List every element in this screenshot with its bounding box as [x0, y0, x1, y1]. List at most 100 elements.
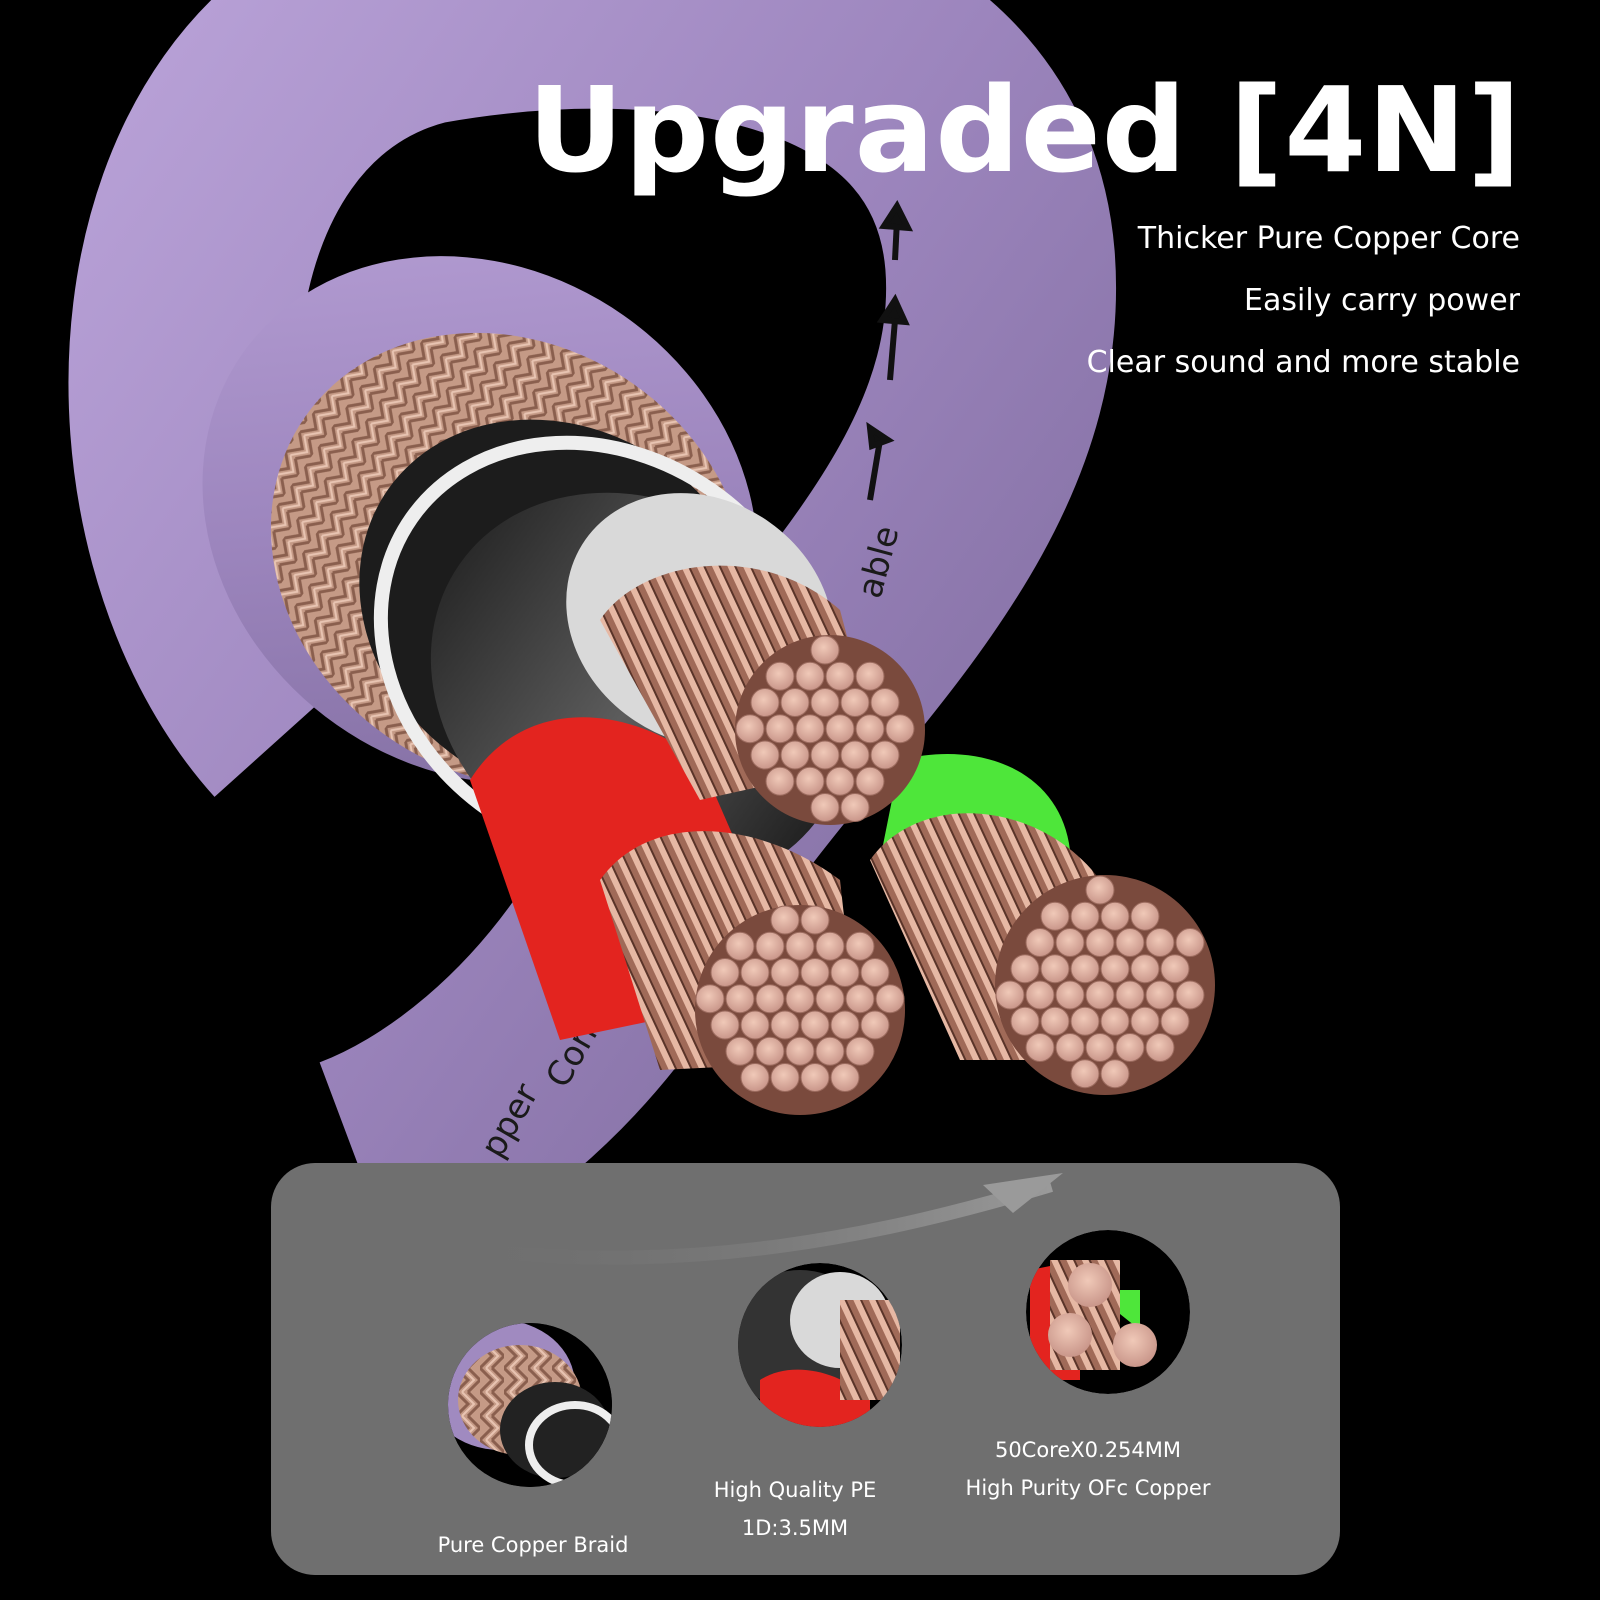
copper-strand-end	[810, 793, 840, 822]
copper-strand-end	[1130, 954, 1160, 984]
caption-line: 1D:3.5MM	[741, 1516, 849, 1540]
copper-strand-end	[885, 714, 915, 744]
copper-strand-end	[1100, 1006, 1130, 1036]
layer-thumb-braid	[448, 1323, 612, 1487]
copper-strand-end	[840, 793, 870, 822]
copper-strand-end	[825, 766, 855, 796]
copper-strand-end	[845, 931, 875, 961]
copper-strand-end	[1070, 1006, 1100, 1036]
copper-strand-end	[870, 740, 900, 770]
copper-strand-end	[1085, 1033, 1115, 1062]
copper-strand-end	[1145, 980, 1175, 1010]
copper-strand-end	[1160, 1006, 1190, 1036]
copper-strand-end	[1145, 1033, 1175, 1062]
copper-strand-end	[765, 766, 795, 796]
copper-strand-end	[785, 931, 815, 961]
copper-strand-end	[1010, 1006, 1040, 1036]
copper-strand-end	[840, 740, 870, 770]
copper-strand-end	[1160, 954, 1190, 984]
layer-caption-pe: High Quality PE 1D:3.5MM	[695, 1471, 895, 1547]
headline: Upgraded [4N]	[527, 61, 1522, 199]
copper-strand-end	[1070, 954, 1100, 984]
copper-strand-end	[825, 714, 855, 744]
copper-strand-end	[855, 714, 885, 744]
copper-strand-end	[725, 931, 755, 961]
copper-strand-end	[780, 688, 810, 717]
caption-line: High Quality PE	[713, 1478, 877, 1502]
copper-strand-end	[785, 1036, 815, 1066]
copper-strand-end	[795, 661, 825, 691]
copper-strand-end	[840, 688, 870, 717]
direction-arrows	[866, 199, 914, 501]
copper-strand-end	[855, 661, 885, 691]
copper-strand-end	[1145, 928, 1175, 957]
copper-strand-end	[780, 740, 810, 770]
copper-strand-end	[1040, 901, 1070, 931]
upgrade-arrow	[460, 1178, 1054, 1265]
copper-strand-end	[860, 958, 890, 987]
copper-strand-end	[725, 984, 755, 1014]
copper-strand-end	[1025, 980, 1055, 1010]
copper-strand-end	[795, 766, 825, 796]
copper-strand-end	[725, 1036, 755, 1066]
copper-strand-end	[1040, 1006, 1070, 1036]
copper-strand-end	[1130, 901, 1160, 931]
copper-strand-end	[740, 958, 770, 987]
upgrade-arrowhead	[983, 1173, 1063, 1213]
caption-line: High Purity OFc Copper	[965, 1476, 1211, 1500]
copper-strand-end	[1100, 1059, 1130, 1089]
copper-strand-end	[1115, 980, 1145, 1010]
layer-panel: Pure Copper Braid High Quality PE 1D:3.5…	[271, 1163, 1340, 1575]
copper-strand-end	[830, 1010, 860, 1040]
copper-strand-end	[750, 740, 780, 770]
copper-strand-end	[1100, 954, 1130, 984]
copper-strand-end	[855, 766, 885, 796]
copper-strand-end	[740, 1063, 770, 1092]
copper-strand-end	[1070, 901, 1100, 931]
copper-strand-end	[875, 984, 905, 1014]
copper-strand-end	[765, 661, 795, 691]
copper-strand-end	[830, 958, 860, 987]
feature-item: Easily carry power	[1244, 283, 1520, 318]
copper-strand-end	[1085, 928, 1115, 957]
copper-strand-end	[755, 931, 785, 961]
copper-strand-bundles	[695, 635, 1215, 1115]
copper-strand-end	[1175, 980, 1205, 1010]
copper-strand-end	[765, 714, 795, 744]
copper-strand-end	[815, 1036, 845, 1066]
copper-strand-end	[755, 1036, 785, 1066]
copper-strand-end	[770, 905, 800, 935]
copper-strand-end	[770, 958, 800, 987]
feature-list: Thicker Pure Copper Core Easily carry po…	[1087, 208, 1520, 394]
copper-strand-end	[750, 688, 780, 717]
copper-strand-end	[1055, 980, 1085, 1010]
copper-strand-end	[825, 661, 855, 691]
layer-thumb-copper	[1026, 1230, 1190, 1394]
copper-strand-end	[770, 1063, 800, 1092]
copper-strand-end	[810, 635, 840, 665]
copper-strand-end	[1085, 980, 1115, 1010]
copper-strand-end	[1010, 954, 1040, 984]
copper-strand-end	[740, 1010, 770, 1040]
copper-strand-end	[1115, 1033, 1145, 1062]
copper-strand-end	[845, 1036, 875, 1066]
copper-strand-end	[785, 984, 815, 1014]
copper-strand-end	[1055, 1033, 1085, 1062]
layer-panel-art	[448, 1173, 1190, 1487]
copper-strand-end	[710, 958, 740, 987]
copper-strand-end	[735, 714, 765, 744]
copper-strand-end	[995, 980, 1025, 1010]
copper-strand-end	[770, 1010, 800, 1040]
copper-strand-end	[755, 984, 785, 1014]
caption-line: Pure Copper Braid	[437, 1533, 629, 1557]
copper-strand-end	[800, 905, 830, 935]
copper-strand-end	[1100, 901, 1130, 931]
copper-strand-end	[1025, 928, 1055, 957]
copper-strand-end	[870, 688, 900, 717]
copper-strand-end	[830, 1063, 860, 1092]
copper-strand-end	[1115, 928, 1145, 957]
copper-strand-end	[1175, 928, 1205, 957]
copper-strand-end	[810, 688, 840, 717]
copper-strand-end	[800, 1010, 830, 1040]
copper-strand-end	[795, 714, 825, 744]
